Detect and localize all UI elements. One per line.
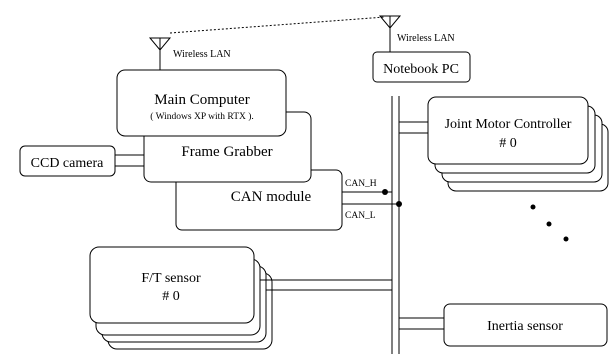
- inertia-sensor-box: [443, 303, 608, 347]
- notebook-pc-box: [372, 51, 471, 83]
- main-computer-label: Main Computer: [154, 92, 249, 108]
- wireless-lan-right-label: Wireless LAN: [397, 33, 455, 44]
- can-l-label: CAN_L: [345, 211, 376, 221]
- ccd-camera-label: CCD camera: [31, 156, 104, 171]
- inertia-sensor-label: Inertia sensor: [487, 319, 563, 334]
- can-module-label: CAN module: [231, 189, 312, 205]
- ccd-camera-box: [19, 145, 116, 177]
- joint-motor-controller-label: Joint Motor Controller: [445, 117, 572, 132]
- more-controllers-dots: [530, 204, 569, 242]
- ft-sensor-label: F/T sensor: [141, 271, 201, 286]
- joint-motor-controller-index: # 0: [499, 136, 517, 151]
- antenna-right-icon: [378, 15, 402, 52]
- frame-grabber-label: Frame Grabber: [181, 144, 272, 160]
- can-h-junction: [382, 189, 388, 195]
- joint-motor-controller-box: [427, 96, 589, 165]
- ft-sensor-box: [89, 246, 255, 324]
- joint-motor-controller-stack: [427, 96, 609, 192]
- can-h-label: CAN_H: [345, 179, 377, 189]
- ft-sensor-index: # 0: [162, 289, 180, 304]
- main-computer-subtitle: ( Windows XP with RTX ).: [150, 111, 254, 122]
- can-l-junction: [396, 201, 402, 207]
- ft-sensor-stack: [89, 246, 273, 350]
- notebook-pc-label: Notebook PC: [383, 62, 459, 77]
- wireless-link: [169, 16, 386, 34]
- main-computer-box: [116, 69, 287, 137]
- antenna-left-icon: [148, 37, 172, 70]
- wireless-lan-left-label: Wireless LAN: [173, 49, 231, 60]
